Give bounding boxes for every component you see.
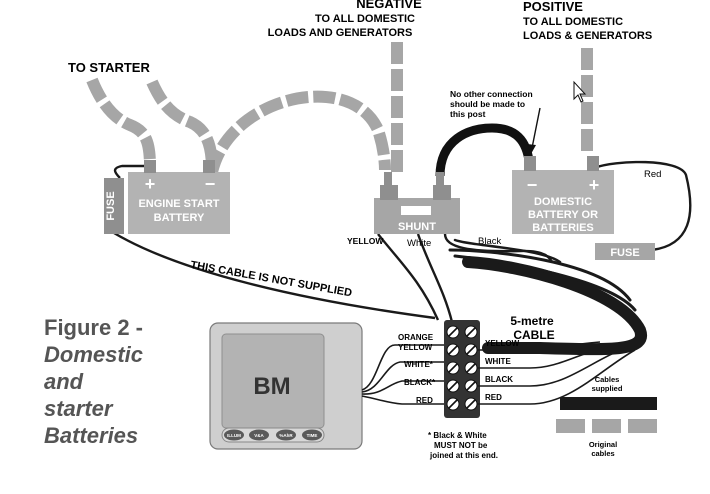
terminal-left-orange: ORANGE (398, 333, 434, 342)
negative-subtitle-2: LOADS AND GENERATORS (268, 27, 413, 39)
positive-subtitle-1: TO ALL DOMESTIC (523, 16, 623, 28)
shunt-to-domestic-cable (435, 123, 535, 177)
shunt-white-wire (416, 233, 454, 323)
engine-battery-label-1: ENGINE START (138, 198, 219, 210)
positive-subtitle-2: LOADS & GENERATORS (523, 30, 652, 42)
engine-plus-sign: + (145, 174, 156, 194)
no-other-connection-line-2: should be made to (450, 99, 525, 109)
engine-start-battery: + − ENGINE START BATTERY (128, 160, 230, 234)
terminal-right-black: BLACK (485, 375, 513, 384)
monitor-brand: BM (253, 373, 290, 400)
figure-caption-line-1: Figure 2 - (44, 315, 143, 340)
engine-battery-body (128, 172, 230, 234)
starter-supply-wire (113, 231, 436, 320)
terminal-right-white: WHITE (485, 357, 511, 366)
figure-caption: Figure 2 - Domestic and starter Batterie… (44, 315, 143, 448)
figure-caption-line-2: Domestic (44, 342, 143, 367)
terminal-left-labels: ORANGE YELLOW WHITE* BLACK* RED (398, 333, 436, 405)
note-line-3: joined at this end. (429, 451, 498, 460)
va-button-label: V&A (254, 433, 264, 438)
red-label: Red (644, 169, 661, 180)
five-metre-cable (448, 238, 647, 356)
no-other-connection-line-1: No other connection (450, 89, 533, 99)
shunt: SHUNT (374, 172, 460, 234)
shunt-body (374, 198, 460, 234)
time-button-label: TIME (307, 433, 318, 438)
terminal-left-white: WHITE* (404, 360, 434, 369)
black-label: Black (478, 236, 501, 247)
five-metre-label: 5-metre (510, 314, 554, 328)
starter-cable-1 (86, 77, 156, 171)
domestic-battery-label-1: DOMESTIC (534, 196, 592, 208)
figure-caption-line-3: and (44, 369, 84, 394)
positive-title: POSITIVE (523, 0, 583, 14)
engine-positive-post (144, 160, 156, 173)
not-supplied-label: THIS CABLE IS NOT SUPPLIED (189, 259, 352, 299)
mouse-cursor-icon (573, 80, 587, 103)
pointer-arrowhead (527, 144, 536, 154)
terminal-block (444, 320, 480, 418)
domestic-positive-post (587, 156, 599, 171)
domestic-plus-sign: + (589, 175, 600, 195)
terminal-left-red: RED (416, 396, 433, 405)
negative-subtitle-1: TO ALL DOMESTIC (315, 13, 415, 25)
terminal-right-yellow: YELLOW (485, 339, 520, 348)
ahr-button-label: %AhR (279, 433, 293, 438)
original-cables-line-2: cables (591, 449, 614, 458)
engine-to-shunt-cable (206, 90, 391, 174)
yellow-label: YELLOW (347, 236, 384, 246)
original-cables-line-1: Original (589, 440, 617, 449)
domestic-fuse-label: FUSE (610, 247, 639, 259)
pointer-line (531, 107, 541, 149)
heavy-cables (86, 42, 593, 174)
white-label: White (407, 238, 431, 249)
to-starter-label: TO STARTER (68, 60, 150, 75)
terminal-left-black: BLACK* (404, 378, 436, 387)
figure-caption-line-5: Batteries (44, 423, 138, 448)
terminal-left-yellow: YELLOW (398, 343, 433, 352)
time-button[interactable] (302, 429, 322, 441)
va-button[interactable] (249, 429, 269, 441)
no-other-connection-line-3: this post (450, 109, 486, 119)
domestic-minus-sign: − (527, 175, 538, 195)
engine-minus-sign: − (205, 174, 216, 194)
engine-negative-post (203, 160, 215, 173)
domestic-battery-label-3: BATTERIES (532, 222, 594, 234)
domestic-battery: − + DOMESTIC BATTERY OR BATTERIES (512, 156, 614, 234)
monitor-wires (361, 344, 448, 405)
engine-fuse-label: FUSE (105, 191, 117, 220)
terminal-right-labels: YELLOW WHITE BLACK RED (485, 339, 520, 402)
engine-battery-label-2: BATTERY (154, 212, 205, 224)
cables-supplied-line-1: Cables (595, 375, 620, 384)
legend-supplied-cable (560, 397, 657, 410)
engine-fuse: FUSE (104, 178, 124, 234)
starter-cable-2 (146, 79, 218, 171)
shunt-yellow-wire (377, 233, 440, 321)
ahr-button[interactable] (276, 429, 296, 441)
domestic-red-wire (593, 160, 692, 252)
engine-plus-wire (113, 164, 150, 179)
negative-title: NEGATIVE (356, 0, 422, 11)
terminal-right-red: RED (485, 393, 502, 402)
figure-caption-line-4: starter (44, 396, 114, 421)
domestic-fuse: FUSE (595, 243, 655, 260)
domestic-negative-post (524, 156, 536, 171)
illum-button-label: ILLUM (227, 433, 241, 438)
cable-label: CABLE (513, 328, 554, 342)
cables-supplied-line-2: supplied (592, 384, 623, 393)
domestic-battery-label-2: BATTERY OR (528, 209, 598, 221)
domestic-battery-body (512, 170, 614, 234)
illum-button[interactable] (224, 429, 244, 441)
note-line-2: MUST NOT be (434, 441, 488, 450)
legend-original-cable (556, 419, 657, 433)
terminal-right-wires (477, 341, 636, 405)
battery-monitor: BM ILLUM V&A %AhR TIME (209, 322, 363, 450)
shunt-label: SHUNT (398, 221, 436, 233)
monitor-buttons: ILLUM V&A %AhR TIME (221, 427, 325, 443)
note-line-1: * Black & White (428, 431, 487, 440)
